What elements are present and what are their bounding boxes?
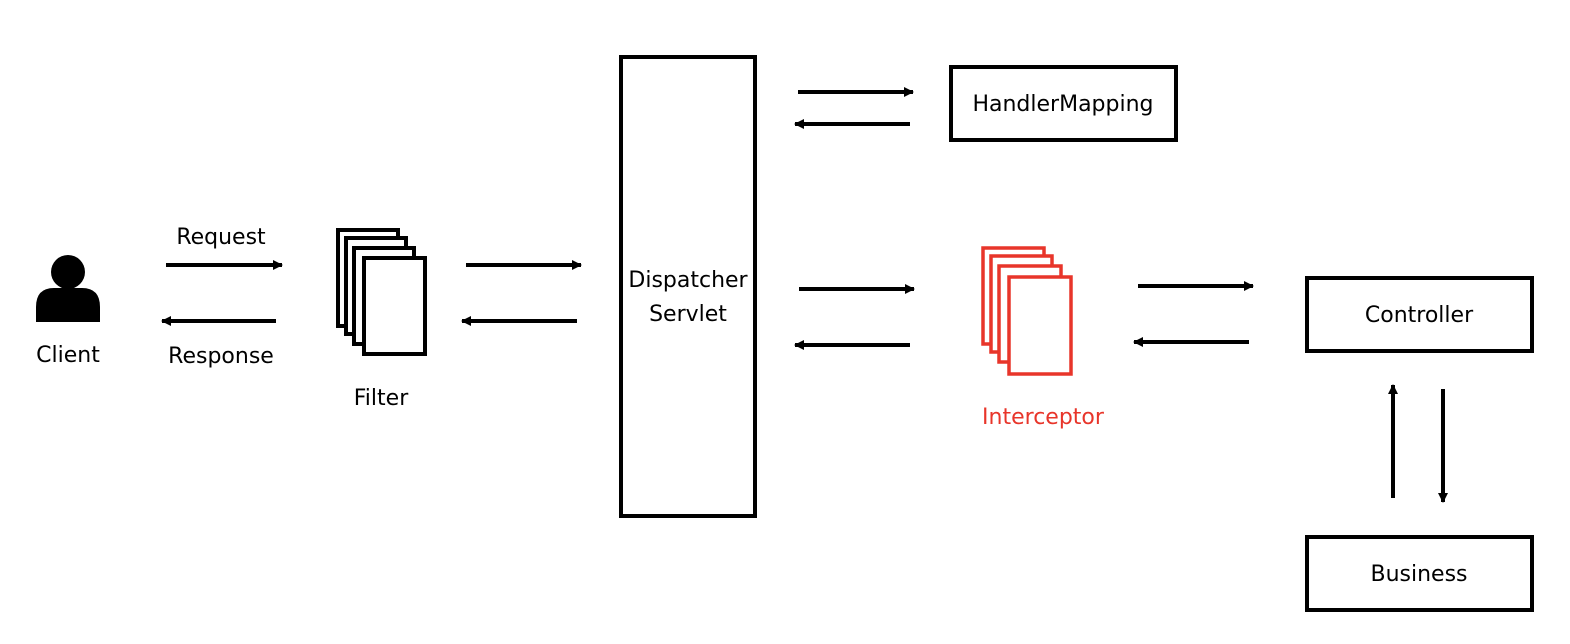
handlermapping-node: HandlerMapping	[949, 65, 1178, 142]
filter-node: Filter	[336, 228, 427, 411]
dispatcher-label-line1: Dispatcher	[628, 268, 748, 293]
controller-box	[1305, 276, 1534, 353]
person-icon	[36, 255, 100, 322]
stacked-pages-icon	[981, 246, 1073, 376]
dispatcher-label-line2: Servlet	[649, 302, 727, 327]
handlermapping-box	[949, 65, 1178, 142]
dispatcher-servlet-box	[619, 55, 757, 518]
client-node: Client	[36, 255, 100, 368]
business-node: Business	[1305, 535, 1534, 612]
filter-label: Filter	[354, 386, 409, 411]
stacked-pages-icon	[336, 228, 427, 356]
interceptor-node: Interceptor	[981, 246, 1105, 430]
client-label: Client	[36, 343, 100, 368]
business-box	[1305, 535, 1534, 612]
response-label: Response	[168, 344, 274, 369]
business-label: Business	[1370, 562, 1467, 587]
dispatcher-servlet-node: Dispatcher Servlet	[619, 55, 757, 518]
interceptor-label: Interceptor	[982, 405, 1105, 430]
request-label: Request	[176, 225, 266, 250]
handlermapping-label: HandlerMapping	[972, 92, 1153, 117]
controller-node: Controller	[1305, 276, 1534, 353]
controller-label: Controller	[1365, 303, 1474, 328]
